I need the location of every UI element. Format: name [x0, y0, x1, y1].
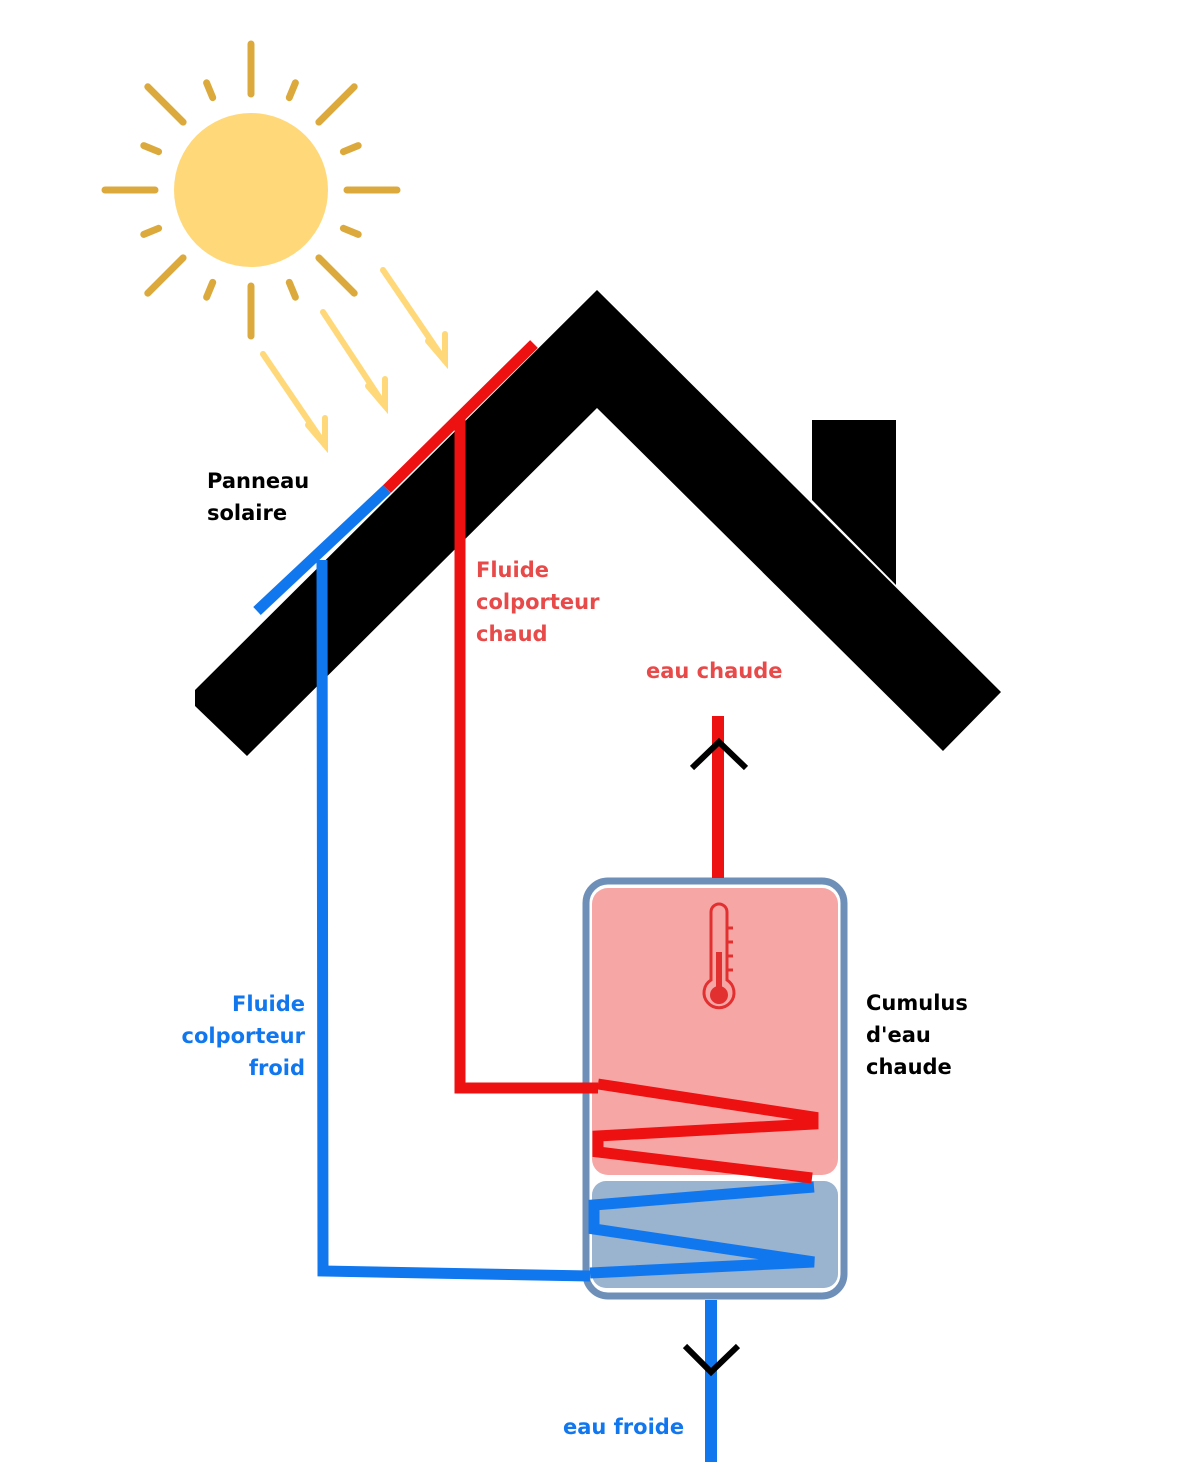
hot-water-label: eau chaude	[646, 655, 782, 687]
solar-panel-cold-section	[253, 484, 391, 616]
sun-ray	[285, 79, 299, 102]
cold-fluid-label-line3: froid	[248, 1056, 305, 1080]
solar-panel-label-line2: solaire	[207, 501, 288, 525]
hot-fluid-pipe	[454, 418, 598, 1094]
hot-water-tank	[582, 877, 848, 1300]
sun-ray	[203, 79, 217, 102]
sun-ray	[339, 224, 362, 238]
cold-water-inlet	[682, 1300, 741, 1462]
solar-panel-hot-section	[383, 340, 538, 493]
sun-ray	[203, 278, 217, 301]
chevron-down-icon	[682, 1343, 741, 1377]
solar-panel-label: Panneau solaire	[207, 465, 309, 529]
cold-water-label-text: eau froide	[563, 1415, 685, 1439]
hot-fluid-label-line3: chaud	[476, 622, 548, 646]
hot-fluid-circuit	[383, 340, 819, 1184]
hot-fluid-label-line2: colporteur	[476, 590, 600, 614]
sun-ray	[140, 142, 163, 156]
sun-ray	[144, 83, 187, 126]
chevron-up-icon	[689, 737, 749, 771]
sunlight-arrow-3	[380, 267, 448, 370]
sun-ray	[315, 254, 358, 297]
sun-ray	[140, 224, 163, 238]
cold-coil	[588, 1181, 815, 1279]
hot-coil	[592, 1078, 819, 1184]
sun-ray	[339, 142, 362, 156]
sunlight-arrow-1	[260, 351, 328, 454]
solar-panel-label-line1: Panneau	[207, 469, 310, 493]
chimney	[812, 420, 896, 585]
tank-label: Cumulus d'eau chaude	[866, 987, 968, 1083]
sun-disc	[174, 113, 328, 267]
roof	[195, 290, 1001, 756]
tank-label-line1: Cumulus	[866, 991, 968, 1015]
sun-ray	[315, 83, 358, 126]
sun-rays	[101, 40, 401, 340]
tank-hot-zone	[592, 888, 838, 1175]
cold-fluid-label-line1: Fluide	[232, 992, 305, 1016]
hot-fluid-label-line1: Fluide	[476, 558, 549, 582]
hot-water-outlet	[689, 716, 749, 878]
hot-water-label-text: eau chaude	[646, 659, 783, 683]
hot-fluid-label: Fluide colporteur chaud	[476, 554, 599, 650]
cold-fluid-pipe	[316, 559, 591, 1282]
cold-fluid-label-line2: colporteur	[181, 1024, 305, 1048]
sun-ray	[285, 278, 299, 301]
tank-label-line2: d'eau	[866, 1023, 931, 1047]
tank-label-line3: chaude	[866, 1055, 952, 1079]
sun-ray	[144, 254, 187, 297]
sunlight-arrows	[260, 267, 448, 454]
cold-fluid-circuit	[253, 484, 815, 1282]
cold-fluid-label: Fluide colporteur froid	[182, 988, 305, 1084]
thermometer-icon	[702, 902, 736, 1010]
sunlight-arrow-2	[320, 309, 388, 415]
sun-icon	[101, 40, 401, 340]
house-roof	[195, 290, 1001, 756]
cold-water-label: eau froide	[563, 1411, 684, 1443]
